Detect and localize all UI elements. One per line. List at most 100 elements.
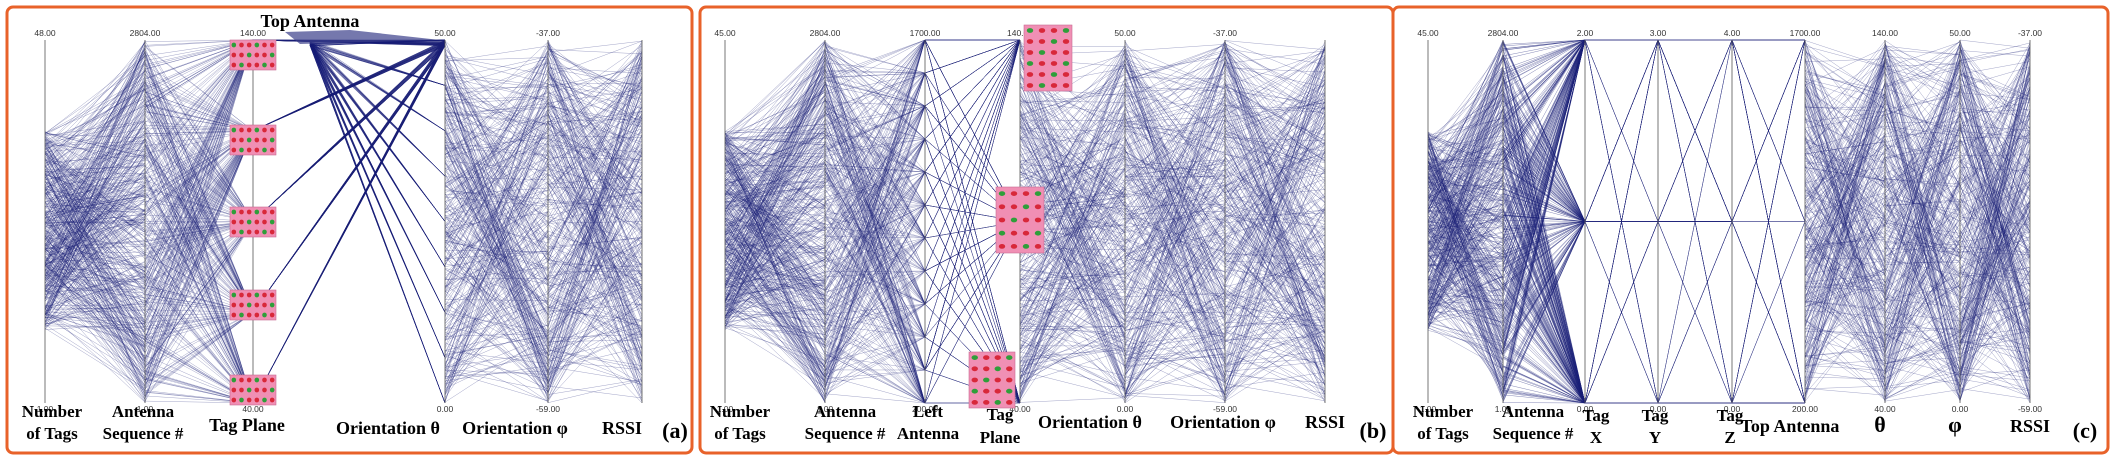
- tag-plate-icon: [995, 186, 1045, 254]
- tag-plate-icon: [229, 374, 277, 406]
- polyline-bundle: [1502, 39, 1586, 404]
- axis-title: φ: [1948, 412, 1962, 437]
- tag-plate-icon: [968, 351, 1016, 409]
- axis-title: Tag: [987, 405, 1014, 424]
- axis-title: Antenna: [814, 402, 877, 421]
- axis-title: Y: [1649, 428, 1661, 447]
- axis-title: Top Antenna: [261, 11, 360, 31]
- axis-max-label: 45.00: [1417, 28, 1439, 38]
- tag-plate-icon: [229, 289, 277, 321]
- axis-title: Sequence #: [103, 424, 184, 443]
- axis-max-label: -37.00: [1213, 28, 1237, 38]
- axis-min-label: 1.00: [1420, 404, 1437, 414]
- polyline-bundle: [444, 40, 549, 403]
- axis-min-label: 40.00: [242, 404, 264, 414]
- axis-title: Tag: [1642, 406, 1669, 425]
- polyline-bundle: [44, 40, 146, 403]
- axis-min-label: 40.00: [1874, 404, 1896, 414]
- axis-min-label: 0.00: [1724, 404, 1741, 414]
- axis-title: of Tags: [714, 424, 766, 443]
- panel-a: 48.00 1.00 2804.00 1.00 140.00 40.00 50.00 0.00…: [5, 5, 694, 455]
- axis-title: Orientation φ: [1170, 412, 1276, 432]
- axis-min-label: -59.00: [2018, 404, 2042, 414]
- polyline-bundle: [1224, 40, 1326, 403]
- polyline-bundle: [1884, 40, 1961, 402]
- axis-max-label: 48.00: [34, 28, 56, 38]
- axis-title: Sequence #: [1493, 424, 1574, 443]
- axis-title: Orientation θ: [336, 418, 440, 438]
- axis-title: RSSI: [1305, 412, 1345, 432]
- axis-min-label: 0.00: [1952, 404, 1969, 414]
- axis-min-label: 1.00: [717, 404, 734, 414]
- panel-border: [5, 5, 694, 455]
- axis-max-label: 3.00: [1650, 28, 1667, 38]
- panel-label: (a): [662, 418, 688, 443]
- axis-min-label: 1.00: [37, 404, 54, 414]
- panel-c: 45.001.002804.001.002.000.003.000.004.00…: [1391, 5, 2110, 455]
- axis-title: Number: [22, 402, 83, 421]
- tag-plate-icon: [229, 206, 277, 238]
- axis-min-label: -59.00: [536, 404, 560, 414]
- axis-max-label: 2804.00: [810, 28, 841, 38]
- axis-title: Number: [710, 402, 771, 421]
- axis-min-label: 1.00: [137, 404, 154, 414]
- polyline-bundle: [724, 40, 826, 403]
- axis-min-label: 0.00: [1117, 404, 1134, 414]
- axis-title: RSSI: [2010, 416, 2050, 436]
- polyline-bundle: [1019, 40, 1126, 404]
- axis-max-label: -37.00: [536, 28, 560, 38]
- axis-max-label: 1700.00: [910, 28, 941, 38]
- tag-plate-icon: [229, 39, 277, 71]
- polyline-bundle: [309, 39, 446, 404]
- axis-title: Sequence #: [805, 424, 886, 443]
- axis-min-label: 200.00: [912, 404, 938, 414]
- axis-min-label: 40.00: [1009, 404, 1031, 414]
- axis-title: Antenna: [1502, 402, 1565, 421]
- axis-title: X: [1590, 428, 1603, 447]
- top-antenna-icon: [285, 30, 440, 44]
- axis-max-label: 50.00: [1949, 28, 1971, 38]
- axis-max-label: 2804.00: [130, 28, 161, 38]
- polyline-bundle: [1731, 39, 1806, 404]
- polyline-bundle: [1959, 39, 2031, 404]
- polyline-bundle: [144, 39, 254, 404]
- axis-min-label: 1.00: [1495, 404, 1512, 414]
- polyline-bundle: [1124, 39, 1226, 403]
- axis-min-label: 200.00: [1792, 404, 1818, 414]
- panel-border: [1391, 5, 2110, 455]
- axis-title: Left: [913, 402, 944, 421]
- axis-title: θ: [1874, 412, 1885, 437]
- axis-title: Antenna: [897, 424, 960, 443]
- axis-max-label: -37.00: [2018, 28, 2042, 38]
- axis-min-label: -59.00: [1213, 404, 1237, 414]
- axis-title: Tag: [1717, 406, 1744, 425]
- panel-b: 45.001.002804.001.001700.00200.00140.004…: [698, 5, 1395, 455]
- polyline-bundle: [924, 39, 1021, 404]
- axis-title: of Tags: [26, 424, 78, 443]
- axis-min-label: 0.00: [437, 404, 454, 414]
- axis-max-label: 140.00: [1872, 28, 1898, 38]
- polyline-bundle: [1584, 39, 1659, 404]
- panel-label: (c): [2073, 418, 2097, 443]
- axis-title: Orientation θ: [1038, 412, 1142, 432]
- axis-min-label: 0.00: [1577, 404, 1594, 414]
- axis-title: RSSI: [602, 418, 642, 438]
- polyline-bundle: [1427, 40, 1504, 401]
- axis-title: Number: [1413, 402, 1474, 421]
- axis-max-label: 50.00: [434, 28, 456, 38]
- axis-title: Tag Plane: [209, 415, 285, 435]
- axis-title: Z: [1724, 428, 1735, 447]
- axis-min-label: 0.00: [1650, 404, 1667, 414]
- tag-plate-icon: [229, 124, 277, 156]
- axis-title: of Tags: [1417, 424, 1469, 443]
- polyline-bundle: [547, 40, 643, 404]
- axis-title: Top Antenna: [1741, 416, 1840, 436]
- axis-max-label: 140.00: [240, 28, 266, 38]
- axis-max-label: 2804.00: [1488, 28, 1519, 38]
- axis-title: Antenna: [112, 402, 175, 421]
- axis-title: Orientation φ: [462, 418, 568, 438]
- axis-title: Tag: [1583, 406, 1610, 425]
- tag-plate-icon: [1023, 24, 1073, 92]
- axis-max-label: 4.00: [1724, 28, 1741, 38]
